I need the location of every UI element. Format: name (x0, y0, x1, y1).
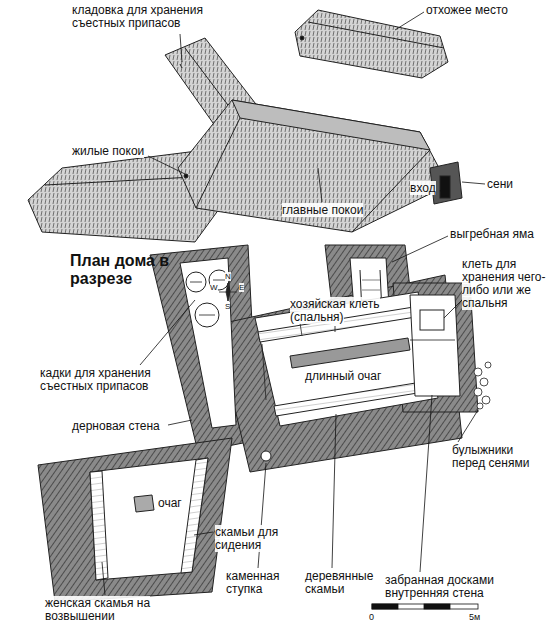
part-label: забранная досками внутренняя стена (385, 574, 535, 600)
compass-rose (219, 283, 237, 301)
part-label: кадки для хранения съестных припасов (40, 367, 160, 393)
part-label-text: 5м (469, 612, 480, 622)
part-label-text: длинный очаг (305, 369, 381, 383)
part-label-text: кадки для хранения съестных припасов (40, 366, 151, 393)
part-label: выгребная яма (450, 228, 534, 241)
part-label: дерновая стена (72, 420, 160, 433)
part-label: каменная ступка (226, 570, 296, 596)
plan-title: План дома в разрезе (70, 252, 210, 288)
house-plan (38, 245, 491, 602)
part-label-text: S (225, 302, 230, 311)
part-label-text: главные покои (282, 203, 363, 217)
part-label-text: каменная ступка (226, 569, 280, 596)
part-label: главные покои (282, 204, 363, 217)
part-label-text: вход (410, 181, 436, 195)
part-label: клеть для хранения чего-либо или же спал… (462, 258, 546, 310)
part-label-text: жилые покои (72, 144, 144, 158)
part-label-text: N (225, 272, 231, 281)
part-label-text: булыжники перед сенями (452, 443, 529, 470)
part-label-text: отхожее место (426, 3, 508, 17)
part-label: жилые покои (72, 145, 144, 158)
part-label: очаг (158, 497, 182, 510)
plan-title-text: План дома в разрезе (70, 252, 169, 287)
part-label: длинный очаг (305, 370, 381, 383)
part-label-text: выгребная яма (450, 227, 534, 241)
part-label-text: очаг (158, 496, 182, 510)
part-label-text: кладовка для хранения съестных припасов (72, 3, 203, 30)
leader-lines (102, 12, 485, 595)
part-label: скамьи для сидения (215, 526, 295, 552)
part-label: женская скамья на возвышении (45, 597, 205, 623)
part-label-text: хозяйская клеть (спальня) (290, 297, 380, 324)
part-label-text: деревянные скамьи (305, 569, 373, 596)
house-sketch (28, 10, 462, 242)
part-label: S (225, 302, 230, 311)
part-label-text: W (210, 283, 218, 292)
part-label-text: сени (487, 177, 513, 191)
part-label-text: E (239, 283, 244, 292)
part-label: вход (410, 182, 436, 195)
scale-bar (372, 604, 478, 609)
part-label: кладовка для хранения съестных припасов (72, 4, 222, 30)
part-label: хозяйская клеть (спальня) (290, 298, 410, 324)
part-label: N (225, 272, 231, 281)
part-label: сени (487, 178, 513, 191)
part-label: E (239, 283, 244, 292)
part-label-text: забранная досками внутренняя стена (385, 573, 494, 600)
part-label-text: женская скамья на возвышении (45, 596, 150, 623)
part-label-text: дерновая стена (72, 419, 160, 433)
part-label-text: 0 (369, 612, 374, 622)
part-label: булыжники перед сенями (452, 444, 542, 470)
part-label: 0 (369, 612, 374, 622)
part-label: 5м (469, 612, 480, 622)
part-label: W (210, 283, 218, 292)
part-label-text: скамьи для сидения (215, 525, 278, 552)
part-label: деревянные скамьи (305, 570, 375, 596)
part-label: отхожее место (426, 4, 508, 17)
part-label-text: клеть для хранения чего-либо или же спал… (462, 257, 546, 310)
